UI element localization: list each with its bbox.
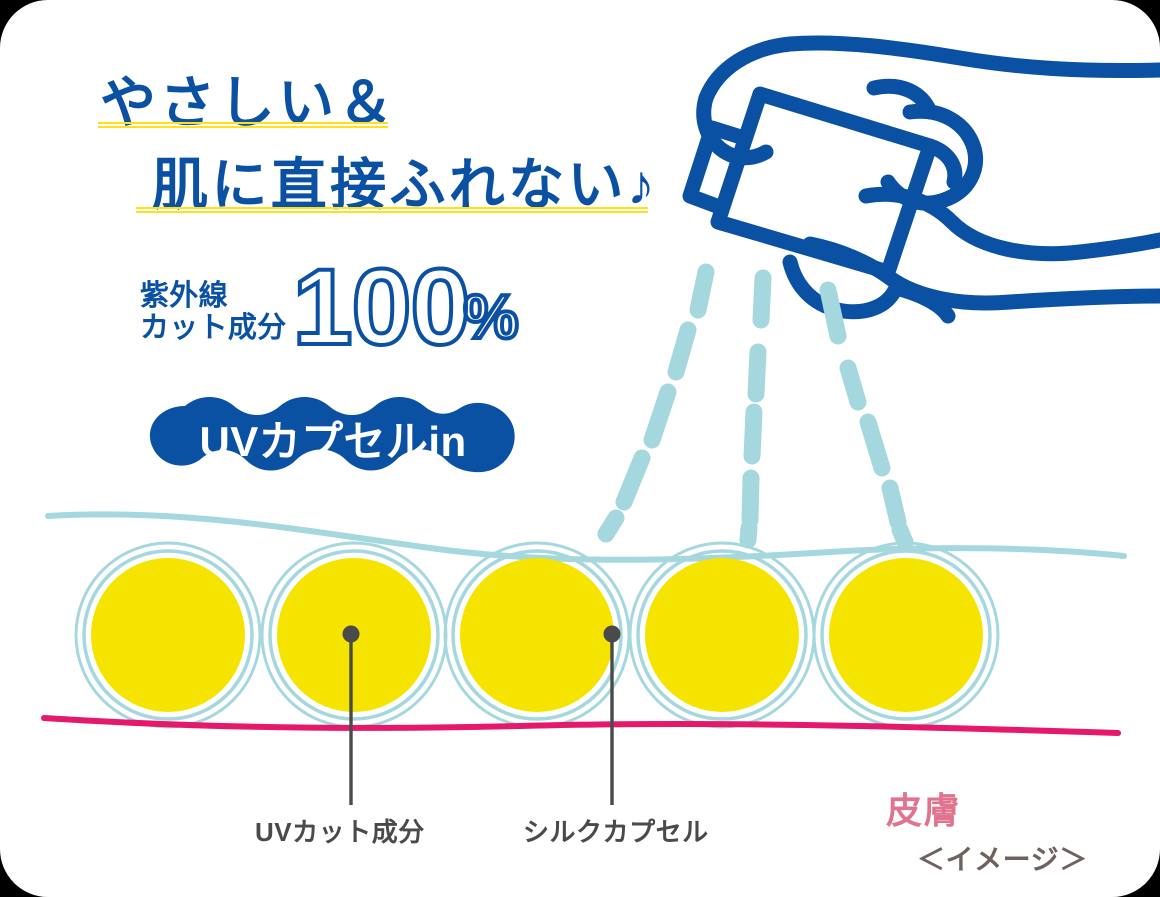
capsule-group — [74, 541, 1000, 729]
headline-underline-1 — [98, 122, 388, 128]
capsule — [812, 541, 1000, 729]
skin-annotation: 皮膚 — [886, 790, 961, 831]
leader-line-uv-ingredient — [342, 625, 360, 805]
uv-cut-percent-block: 紫外線 カット成分 100 % — [140, 246, 521, 367]
label-uv-ingredient: UVカット成分 — [255, 817, 425, 847]
skin-base-line-icon — [41, 715, 1121, 736]
uv-capsule-badge-label: UVカプセルin — [199, 417, 467, 465]
leader-line-silk-capsule — [603, 625, 621, 805]
headline-line-2: 肌に直接ふれない♪ — [152, 153, 659, 216]
image-disclaimer-note: ＜イメージ＞ — [917, 844, 1088, 875]
wavy-skin-surface-line-icon — [45, 511, 1127, 563]
capsule — [628, 541, 816, 729]
uv-cut-caption-line-1: 紫外線 — [140, 279, 228, 312]
uv-cut-caption-line-2: カット成分 — [140, 312, 287, 345]
capsule — [260, 541, 448, 729]
spray-mist-dashes-icon — [597, 263, 914, 551]
hand-holding-spray-bottle-icon — [682, 35, 1160, 324]
label-silk-capsule: シルクカプセル — [523, 817, 709, 847]
badge-scalloped-shape — [149, 397, 515, 473]
uv-cut-percent-sign: % — [461, 282, 520, 352]
leader-lines — [342, 625, 621, 805]
uv-cut-percent-number: 100 — [290, 246, 472, 367]
uv-capsule-badge: UVカプセルin — [148, 396, 518, 480]
headline-underline-2 — [136, 207, 648, 213]
capsule — [74, 541, 262, 729]
capsule — [443, 541, 631, 729]
uv-cut-caption: 紫外線 カット成分 — [140, 280, 286, 353]
